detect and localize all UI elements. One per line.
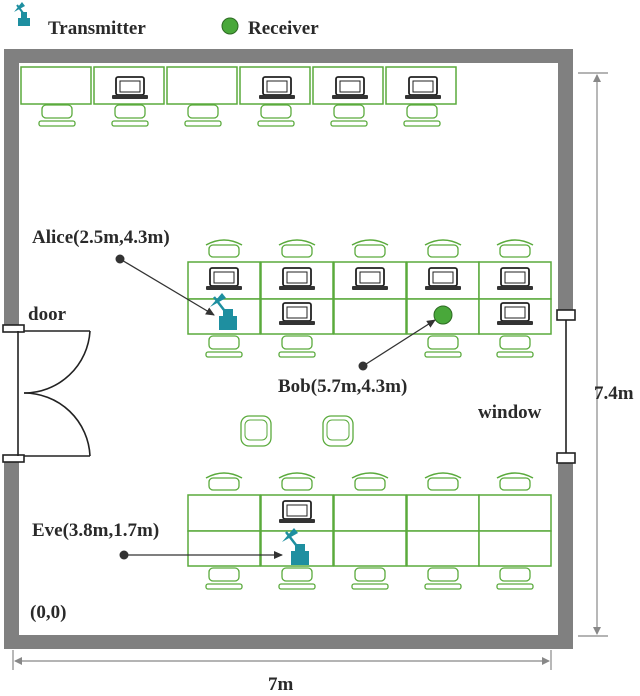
legend: Transmitter Receiver (14, 2, 319, 39)
chair (205, 472, 243, 491)
desk (187, 494, 261, 532)
bob-label: Bob(5.7m,4.3m) (278, 376, 407, 397)
chair (424, 239, 462, 258)
wall-left-lower (4, 460, 19, 649)
desk (333, 298, 407, 335)
alice-label: Alice(2.5m,4.3m) (32, 227, 170, 248)
laptop-icon (497, 302, 533, 325)
desk (478, 494, 552, 532)
laptop-icon (352, 267, 388, 290)
height-dimension (578, 72, 608, 637)
chair (278, 239, 316, 258)
door (2, 324, 91, 463)
origin-label: (0,0) (30, 602, 66, 623)
chair (424, 567, 462, 590)
desk (478, 530, 552, 567)
chair (111, 104, 149, 127)
laptop-icon (405, 76, 441, 99)
chair (424, 335, 462, 358)
chair (496, 567, 534, 590)
laptop-icon (259, 76, 295, 99)
desk (333, 530, 407, 567)
chair (351, 239, 389, 258)
laptop-icon (206, 267, 242, 290)
legend-receiver-icon (221, 17, 239, 35)
annotation-alice: Alice(2.5m,4.3m) (32, 227, 215, 316)
chair (424, 472, 462, 491)
desk (406, 494, 480, 532)
legend-transmitter-label: Transmitter (48, 18, 146, 39)
window-label: window (478, 402, 542, 423)
legend-transmitter-icon (14, 2, 30, 26)
height-label: 7.4m (594, 383, 634, 404)
desk (166, 66, 238, 105)
desk (406, 530, 480, 567)
eve-label: Eve(3.8m,1.7m) (32, 520, 159, 541)
chair (322, 415, 354, 447)
receiver-bob-icon (433, 305, 453, 325)
laptop-icon (279, 302, 315, 325)
wall-right-upper (558, 49, 573, 314)
chair (184, 104, 222, 127)
chair (38, 104, 76, 127)
laptop-icon (497, 267, 533, 290)
annotation-bob: Bob(5.7m,4.3m) (278, 319, 436, 397)
chair (351, 567, 389, 590)
chair (257, 104, 295, 127)
furniture (20, 66, 552, 590)
legend-receiver-label: Receiver (248, 18, 319, 39)
desk (187, 530, 261, 567)
laptop-icon (279, 267, 315, 290)
chair (496, 239, 534, 258)
transmitter-eve-icon (282, 528, 309, 565)
chair (496, 335, 534, 358)
chair (205, 239, 243, 258)
chair (278, 567, 316, 590)
chair (278, 335, 316, 358)
alice-pointer-arrow (119, 258, 215, 316)
laptop-icon (279, 500, 315, 523)
chair (205, 567, 243, 590)
chair (496, 472, 534, 491)
door-label: door (28, 304, 67, 325)
transmitter-alice-icon (210, 293, 237, 330)
walls (4, 49, 573, 649)
laptop-icon (332, 76, 368, 99)
desk (20, 66, 92, 105)
laptop-icon (425, 267, 461, 290)
laptop-icon (112, 76, 148, 99)
width-dimension (12, 650, 552, 670)
wall-top (4, 49, 573, 63)
width-label: 7m (268, 674, 294, 695)
wall-right-lower (558, 458, 573, 649)
chair (205, 335, 243, 358)
chair (240, 415, 272, 447)
chair (278, 472, 316, 491)
bob-pointer-arrow (362, 319, 436, 367)
desk (333, 494, 407, 532)
chair (351, 472, 389, 491)
annotation-eve: Eve(3.8m,1.7m) (32, 520, 283, 560)
chair (403, 104, 441, 127)
window (556, 309, 576, 464)
wall-bottom (4, 635, 573, 649)
wall-left-upper (4, 49, 19, 326)
chair (330, 104, 368, 127)
